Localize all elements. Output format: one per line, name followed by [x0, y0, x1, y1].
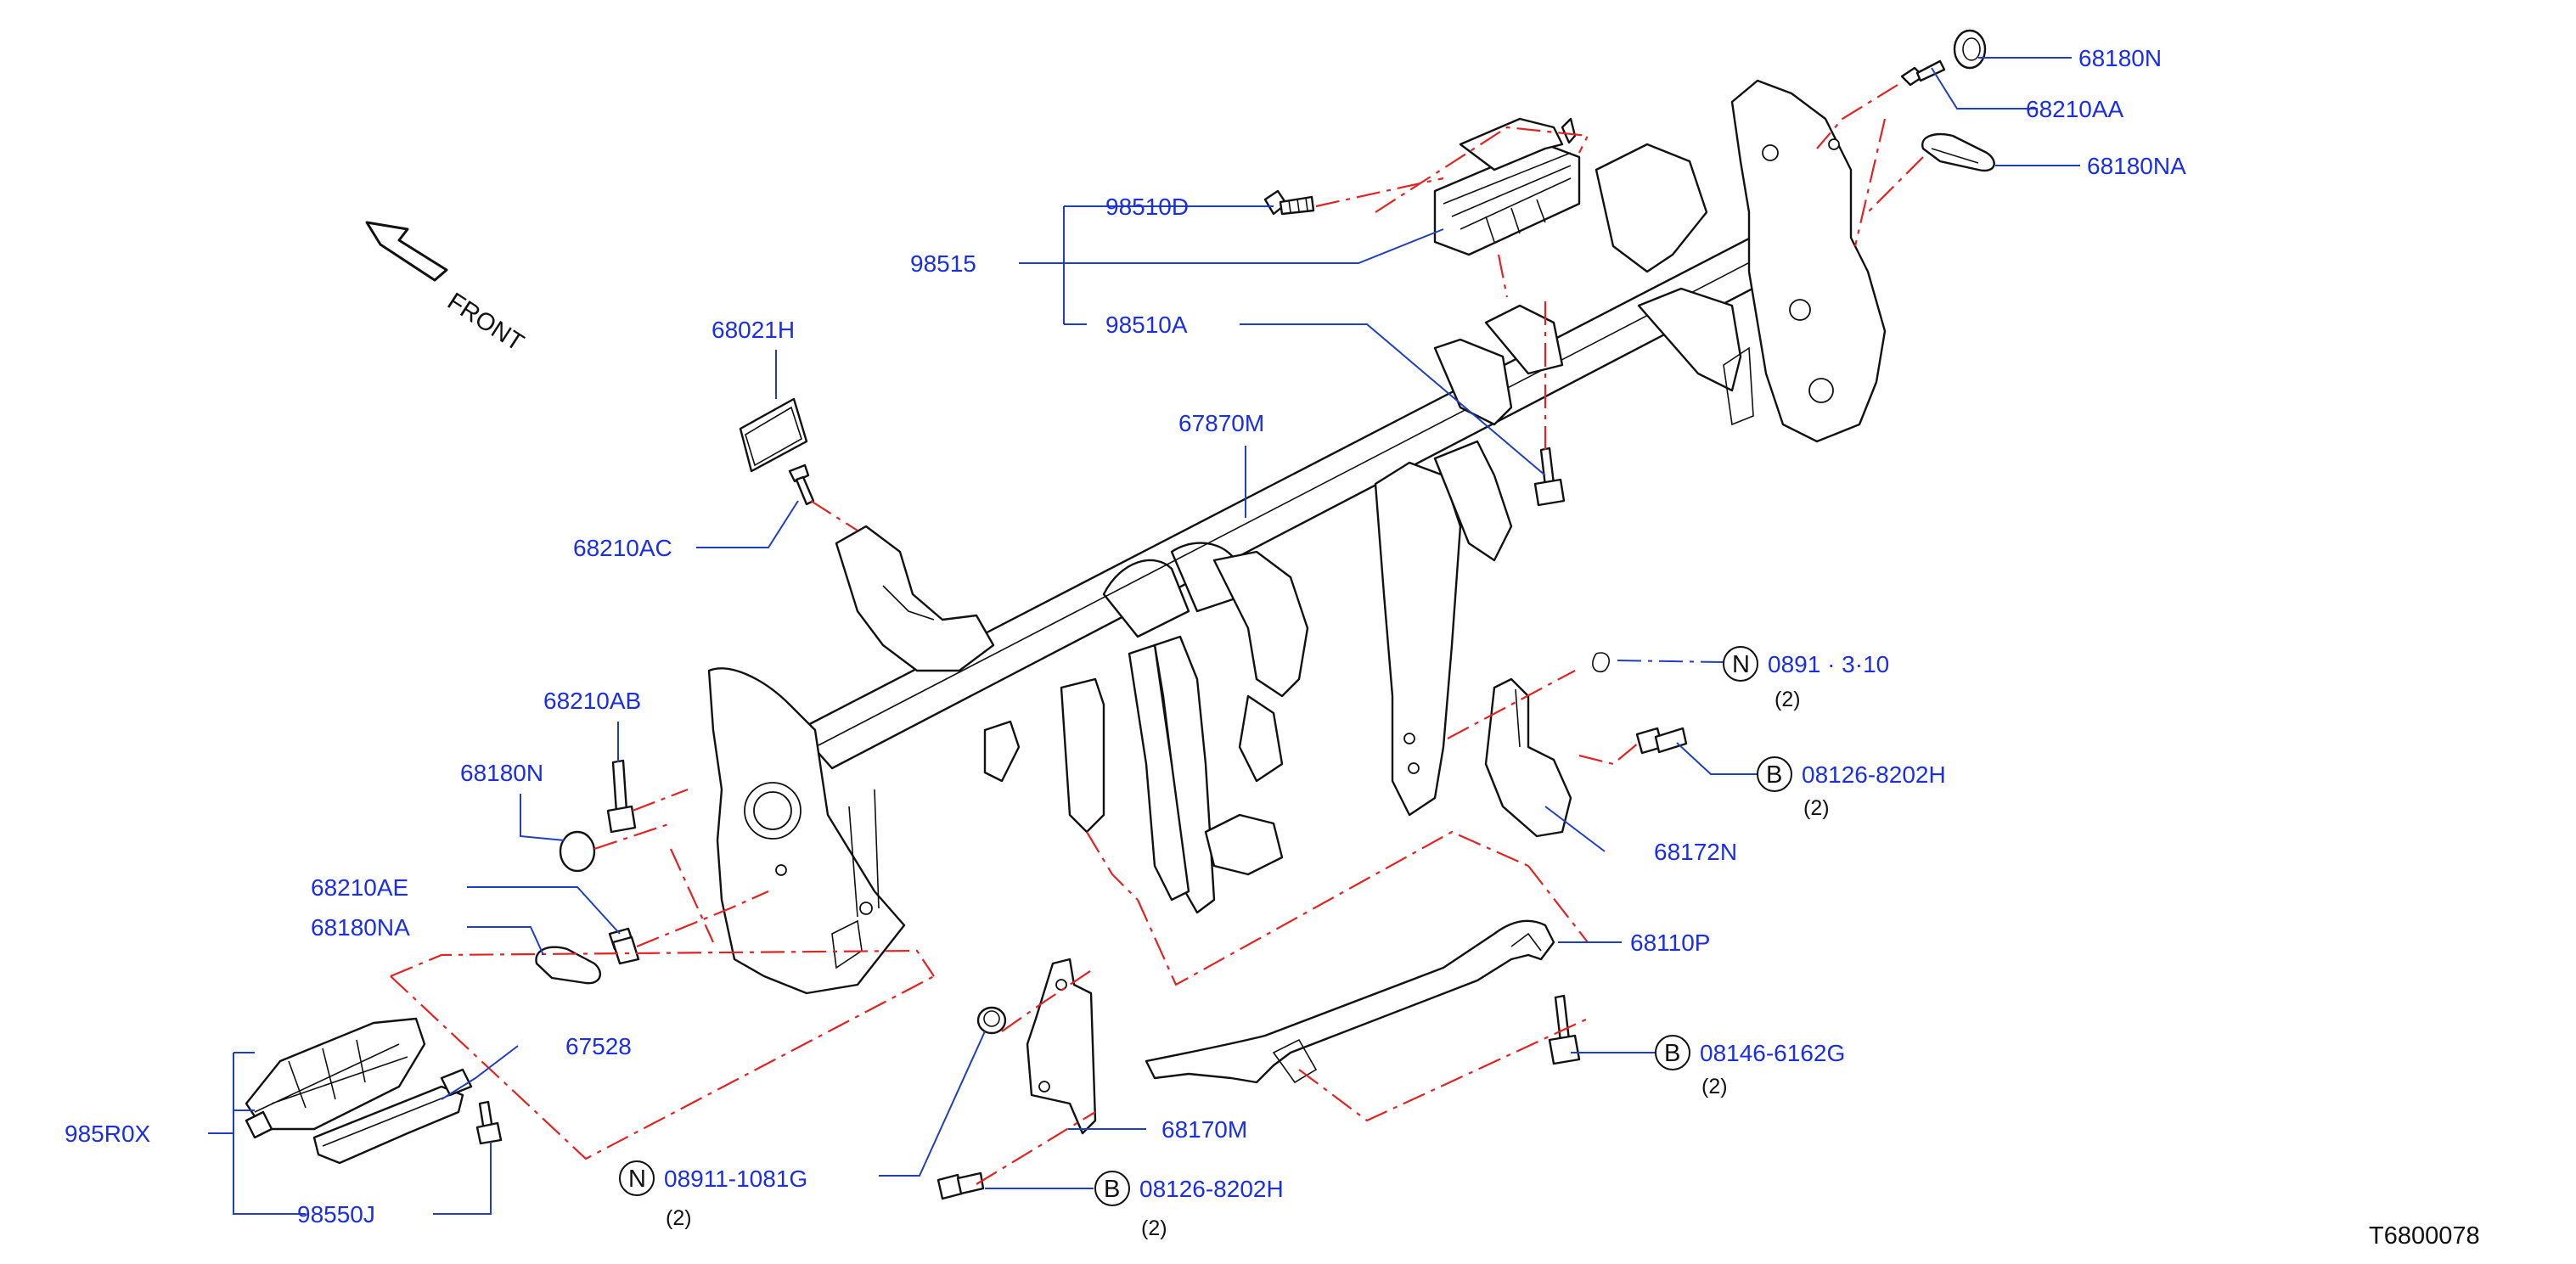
marker-b-08146: B [1655, 1035, 1690, 1070]
label-08911-1081G: 08911-1081G [664, 1166, 807, 1192]
bolt-98510A [1533, 447, 1566, 507]
bracket-67528 [312, 1068, 473, 1165]
bolt-08126-right [1635, 727, 1688, 755]
leader-lines [208, 57, 2080, 1215]
bar-68110P [1145, 919, 1555, 1084]
label-67870M: 67870M [1178, 410, 1264, 436]
label-68210AC: 68210AC [573, 535, 672, 561]
cap-68180NA-top [1921, 132, 1995, 172]
bolt-98510D [1263, 189, 1315, 216]
alignment-line-blue [1617, 660, 1724, 663]
label-68210AE: 68210AE [311, 874, 408, 901]
label-98510D: 98510D [1105, 194, 1189, 220]
label-68210AA: 68210AA [2026, 96, 2124, 122]
label-08146-6162G: 08146-6162G [1700, 1040, 1845, 1066]
label-68172N: 68172N [1654, 839, 1737, 865]
qty-08126-8202H-bottom: (2) [1141, 1216, 1167, 1240]
qty-08146-6162G: (2) [1701, 1075, 1728, 1098]
bolt-68210AA [1900, 59, 1946, 87]
qty-08126-8202H-right: (2) [1803, 796, 1830, 820]
bracket-68172N [1484, 677, 1572, 838]
label-68021H: 68021H [711, 317, 795, 343]
alignment-lines [390, 84, 1924, 1185]
label-08126-8202H-bottom: 08126-8202H [1139, 1176, 1284, 1202]
qty-08911-1081G: (2) [666, 1206, 692, 1230]
marker-b-lower: B [1094, 1171, 1130, 1206]
bolt-68210AC [788, 463, 815, 506]
diagram-code: T6800078 [2369, 1222, 2480, 1250]
bolt-08126-lower [936, 1171, 985, 1200]
knee-airbag-985R0X [245, 1017, 426, 1139]
label-68180N-top: 68180N [2078, 45, 2162, 71]
label-98550J: 98550J [297, 1201, 375, 1227]
marker-n-right: N [1723, 646, 1758, 682]
label-68170M: 68170M [1161, 1116, 1247, 1143]
svg-text:B: B [1766, 761, 1782, 789]
label-67528: 67528 [565, 1033, 632, 1059]
label-98510A: 98510A [1105, 312, 1188, 338]
bolt-98550J [475, 1100, 503, 1145]
label-68180NA-left: 68180NA [311, 914, 410, 941]
svg-text:B: B [1104, 1176, 1120, 1203]
label-68110P: 68110P [1630, 930, 1710, 956]
bolt-08146-6162G [1548, 994, 1581, 1065]
bolt-68210AE [608, 927, 640, 965]
front-label: FRONT [442, 288, 528, 357]
label-08911-right: 0891 · 3·10 [1768, 651, 1889, 677]
nut-08911-lower [976, 1006, 1007, 1035]
grommet-68180N-top [1953, 29, 1987, 70]
marker-n-lower: N [619, 1160, 655, 1196]
bolt-68210AB [606, 759, 637, 834]
label-68180NA-top: 68180NA [2087, 153, 2186, 179]
qty-08911-right: (2) [1775, 688, 1801, 711]
grommet-68180N-left [559, 830, 596, 873]
label-68180N-left: 68180N [460, 760, 543, 786]
airbag-module-98515 [1433, 117, 1581, 256]
label-68210AB: 68210AB [543, 688, 641, 714]
svg-text:N: N [1732, 651, 1750, 678]
pad-68021H [739, 397, 808, 473]
label-985R0X: 985R0X [65, 1121, 151, 1147]
svg-text:N: N [628, 1166, 646, 1193]
bolt-08911-right [1592, 652, 1610, 672]
front-arrow-icon [365, 221, 448, 282]
marker-b-right: B [1757, 756, 1792, 792]
svg-text:B: B [1664, 1040, 1680, 1067]
cap-68180NA-left [535, 946, 602, 985]
cross-car-beam [707, 79, 1887, 995]
label-98515: 98515 [910, 250, 976, 277]
label-08126-8202H-right: 08126-8202H [1802, 761, 1946, 788]
bracket-68170M [1026, 958, 1097, 1135]
